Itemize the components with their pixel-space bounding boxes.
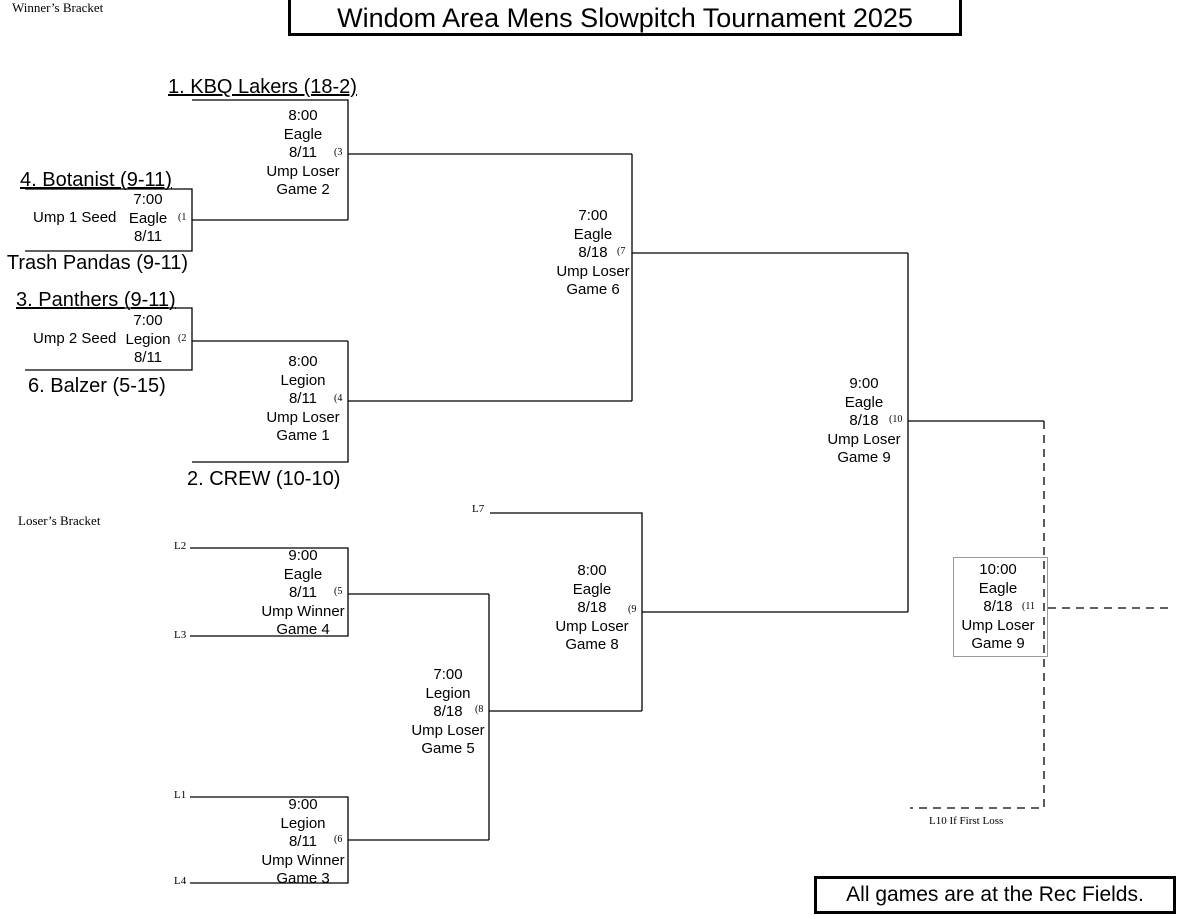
game-6-field: Legion — [280, 814, 326, 832]
team-trash-pandas: 5. Trash Pandas (9-11) — [0, 252, 189, 274]
game-1-time: 7:00 — [133, 191, 163, 208]
team-kbq-lakers: 1. KBQ Lakers (18-2) — [168, 76, 357, 98]
game-10-ump: Ump Loser — [827, 430, 901, 448]
page-title: Windom Area Mens Slowpitch Tournament 20… — [288, 0, 962, 36]
game-3-info: 8:00 Eagle 8/11 Ump Loser Game 2 — [266, 107, 339, 200]
bracket-line-game-2 — [25, 307, 193, 371]
game-10-ref: Game 9 — [837, 449, 891, 466]
game-1-info: 7:00 Eagle 8/11 — [129, 191, 167, 247]
winners-bracket-label: Winner’s Bracket — [12, 0, 104, 15]
game-11-ref: Game 9 — [971, 635, 1025, 652]
game-8-number: (8 — [475, 704, 484, 715]
game-3-ref: Game 2 — [276, 181, 330, 198]
game-10-info: 9:00 Eagle 8/18 Ump Loser Game 9 — [827, 375, 900, 468]
game-2-date: 8/11 — [133, 349, 163, 366]
game-7-date: 8/18 — [578, 244, 608, 261]
team-panthers: 3. Panthers (9-11) — [16, 289, 176, 311]
final-game-box — [953, 557, 1048, 657]
team-balzer: 6. Balzer (5-15) — [28, 375, 166, 397]
game-4-ref: Game 1 — [276, 427, 330, 444]
bracket-line-game-5 — [190, 547, 349, 637]
game-1-ump: Ump 1 Seed — [33, 209, 117, 226]
game-2-field: Legion — [125, 330, 171, 348]
game-1-date: 8/11 — [133, 228, 163, 245]
losers-bracket-label: Loser’s Bracket — [18, 513, 101, 528]
game-3-time: 8:00 — [288, 107, 318, 124]
game-4-time: 8:00 — [288, 353, 318, 370]
label-l4: L4 — [174, 875, 187, 887]
label-l2: L2 — [174, 540, 187, 552]
game-5-date: 8/11 — [288, 584, 318, 601]
game-7-ump: Ump Loser — [556, 262, 630, 280]
game-10-number: (10 — [889, 414, 903, 425]
game-5-ref: Game 4 — [276, 621, 330, 638]
label-l7: L7 — [472, 503, 485, 515]
game-6-info: 9:00 Legion 8/11 Ump Winner Game 3 — [261, 796, 344, 889]
game-5-number: (5 — [334, 586, 343, 597]
game-3-field: Eagle — [283, 125, 323, 143]
game-8-time: 7:00 — [433, 666, 463, 683]
bracket-line-game-9 — [490, 512, 643, 711]
game-9-date: 8/18 — [577, 599, 607, 616]
game-11-info: 10:00 Eagle 8/18 Ump Loser Game 9 — [961, 561, 1034, 654]
footer-note: All games are at the Rec Fields. — [814, 876, 1176, 914]
game-10-field: Eagle — [844, 393, 884, 411]
game-3-number: (3 — [334, 147, 343, 158]
game-11-ump: Ump Loser — [961, 616, 1035, 634]
game-4-number: (4 — [334, 393, 343, 404]
game-11-date: 8/18 — [983, 598, 1013, 615]
game-6-number: (6 — [334, 834, 343, 845]
game-11-number: (11 — [1022, 601, 1035, 612]
game-1-number: (1 — [178, 212, 187, 223]
game-11-field: Eagle — [978, 579, 1018, 597]
game-1-field: Eagle — [128, 209, 168, 227]
game-11-time: 10:00 — [979, 561, 1017, 578]
team-crew: 2. CREW (10-10) — [187, 468, 341, 490]
game-7-field: Eagle — [573, 225, 613, 243]
game-4-ump: Ump Loser — [266, 408, 340, 426]
game-2-number: (2 — [178, 333, 187, 344]
game-4-info: 8:00 Legion 8/11 Ump Loser Game 1 — [266, 353, 339, 446]
game-2-time: 7:00 — [133, 312, 163, 329]
game-5-info: 9:00 Eagle 8/11 Ump Winner Game 4 — [261, 547, 344, 640]
game-7-info: 7:00 Eagle 8/18 Ump Loser Game 6 — [556, 207, 629, 300]
game-3-date: 8/11 — [288, 144, 318, 161]
game-3-ump: Ump Loser — [266, 162, 340, 180]
game-9-time: 8:00 — [577, 562, 607, 579]
game-9-field: Eagle — [572, 580, 612, 598]
game-4-field: Legion — [280, 371, 326, 389]
game-8-info: 7:00 Legion 8/18 Ump Loser Game 5 — [411, 666, 484, 759]
game-6-date: 8/11 — [288, 833, 318, 850]
game-6-ump: Ump Winner — [261, 851, 345, 869]
dashed-line-game-11 — [910, 421, 1045, 809]
game-5-field: Eagle — [283, 565, 323, 583]
game-7-time: 7:00 — [578, 207, 608, 224]
team-botanist: 4. Botanist (9-11) — [20, 169, 172, 191]
bracket-line-game-4 — [192, 341, 349, 463]
game-9-info: 8:00 Eagle 8/18 Ump Loser Game 8 — [555, 562, 628, 655]
game-4-date: 8/11 — [288, 390, 318, 407]
game-10-time: 9:00 — [849, 375, 879, 392]
game-8-date: 8/18 — [433, 703, 463, 720]
bracket-line-game-3 — [192, 99, 349, 220]
game-9-number: (9 — [628, 604, 637, 615]
game-6-ref: Game 3 — [276, 870, 330, 887]
game-10-date: 8/18 — [849, 412, 879, 429]
game-8-field: Legion — [425, 684, 471, 702]
game-7-ref: Game 6 — [566, 281, 620, 298]
game-9-ump: Ump Loser — [555, 617, 629, 635]
game-7-number: (7 — [617, 246, 626, 257]
label-l1: L1 — [174, 789, 187, 801]
label-l10: L10 If First Loss — [929, 815, 1004, 827]
game-2-info: 7:00 Legion 8/11 — [125, 312, 170, 368]
game-6-time: 9:00 — [288, 796, 318, 813]
game-5-ump: Ump Winner — [261, 602, 345, 620]
game-5-time: 9:00 — [288, 547, 318, 564]
game-2-ump: Ump 2 Seed — [33, 330, 117, 347]
game-9-ref: Game 8 — [565, 636, 619, 653]
game-8-ump: Ump Loser — [411, 721, 485, 739]
label-l3: L3 — [174, 629, 187, 641]
game-8-ref: Game 5 — [421, 740, 475, 757]
